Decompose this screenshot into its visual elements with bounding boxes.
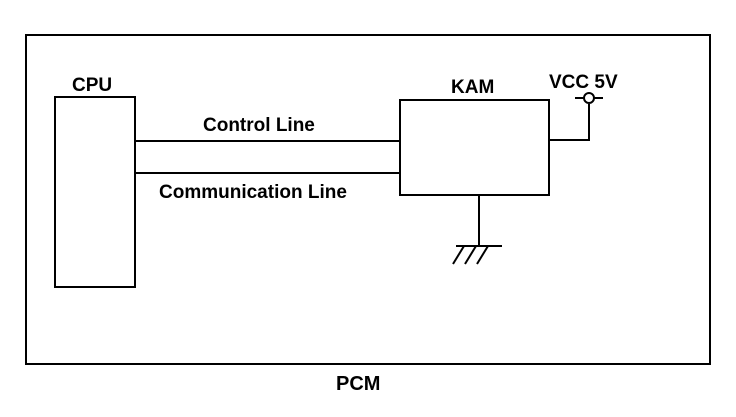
control-line-label: Control Line	[203, 115, 315, 136]
kam-label: KAM	[451, 77, 494, 98]
vcc-terminal-icon	[583, 92, 595, 104]
communication-line-label: Communication Line	[159, 182, 347, 203]
pcm-label: PCM	[336, 373, 380, 395]
kam-block	[399, 99, 550, 196]
ground-icon	[452, 245, 502, 265]
cpu-block	[54, 96, 136, 288]
vcc-label: VCC 5V	[549, 72, 618, 93]
vcc-wire	[549, 104, 590, 141]
cpu-label: CPU	[72, 75, 112, 96]
pcm-enclosure	[25, 34, 711, 365]
